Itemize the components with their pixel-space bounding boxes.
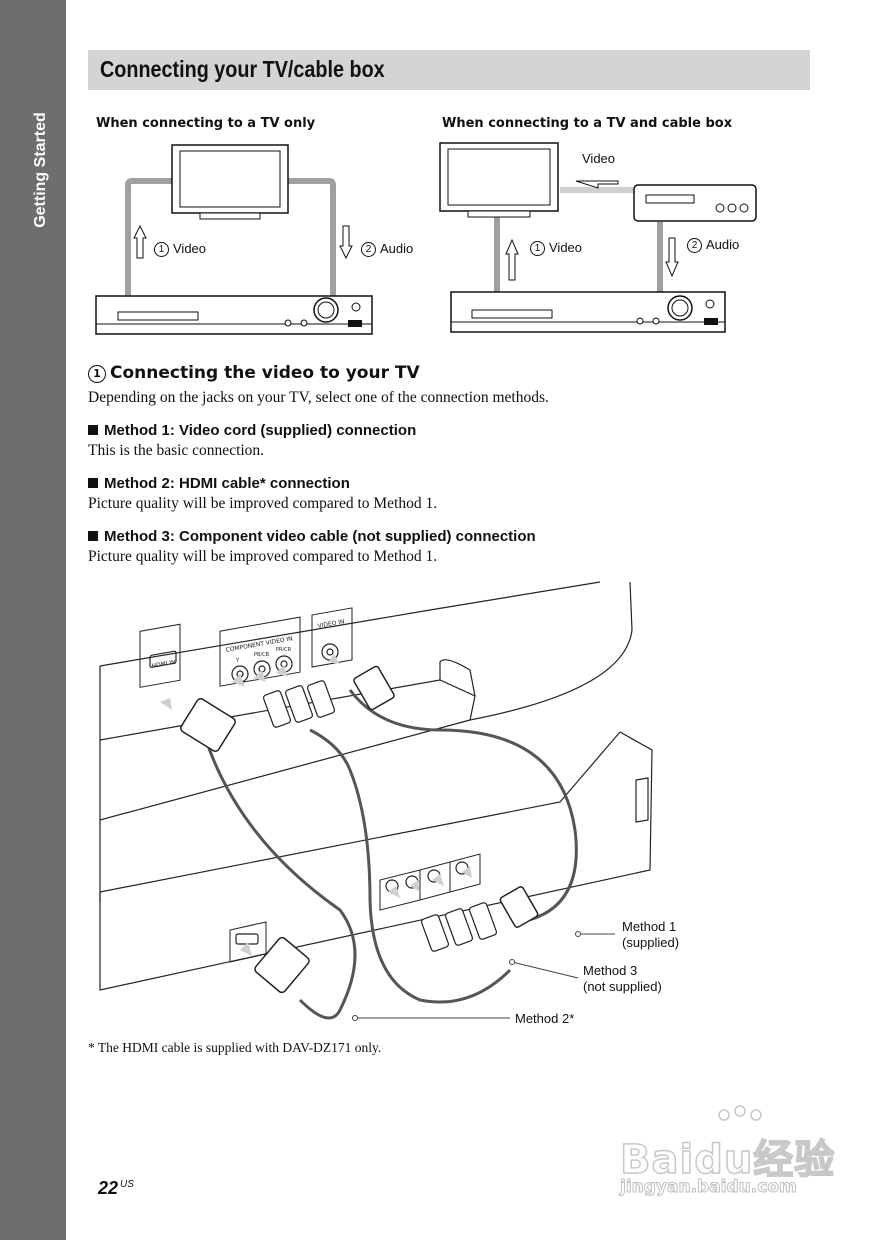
left-audio-label: 2 Audio [361, 241, 413, 257]
right-diagram-heading: When connecting to a TV and cable box [442, 116, 733, 131]
square-bullet-icon [88, 478, 98, 488]
right-top-video-label: Video [582, 151, 616, 166]
method-3-text: Picture quality will be improved compare… [88, 548, 438, 565]
paw-icon [718, 1105, 762, 1121]
receiver-icon [450, 291, 726, 333]
page-number-value: 22 [98, 1178, 119, 1198]
left-video-label: 1 Video [154, 241, 206, 257]
hdmi-plug [180, 697, 236, 753]
callout-method-1: Method 1 (supplied) [622, 919, 679, 951]
callout-line: (supplied) [622, 935, 680, 950]
title-bar: Connecting your TV/cable box [88, 50, 810, 90]
callout-line: Method 1 [622, 919, 677, 934]
pb-jack-label: PB/CB [254, 652, 270, 658]
method-1-text: This is the basic connection. [88, 442, 265, 459]
audio-label-text: Audio [706, 237, 740, 252]
arrow-up-icon [505, 238, 519, 281]
callout-method-2: Method 2* [515, 1011, 575, 1026]
tv-back-outline [99, 581, 633, 821]
method-1-heading: Method 1: Video cord (supplied) connecti… [88, 422, 416, 439]
cable-box-icon [633, 184, 757, 222]
method-heading-text: Method 2: HDMI cable* connection [104, 475, 350, 492]
step-number-badge: 1 [530, 241, 545, 256]
receiver-outline [99, 731, 653, 991]
square-bullet-icon [88, 425, 98, 435]
connection-illustration: HDMI IN COMPONENT VIDEO IN VIDEO IN Y PB… [99, 581, 653, 1021]
method-heading-text: Method 3: Component video cable (not sup… [104, 528, 536, 545]
receiver-icon [95, 295, 373, 335]
audio-label-text: Audio [380, 241, 414, 256]
page-title: Connecting your TV/cable box [100, 56, 385, 82]
callout-line: Method 3 [583, 963, 638, 978]
page-number-suffix: US [120, 1179, 134, 1190]
video-label-text: Video [549, 240, 583, 255]
footnote: * The HDMI cable is supplied with DAV-DZ… [88, 1040, 382, 1055]
watermark-brand: Baidu经验 [619, 1136, 836, 1184]
arrow-down-icon [339, 225, 353, 260]
method-3-heading: Method 3: Component video cable (not sup… [88, 528, 536, 545]
callout-method-3: Method 3 (not supplied) [583, 963, 662, 995]
watermark-url: jingyan.baidu.com [620, 1177, 798, 1198]
method-2-heading: Method 2: HDMI cable* connection [88, 475, 350, 492]
callout-line: (not supplied) [583, 979, 662, 994]
arrow-down-icon [665, 237, 679, 278]
right-audio-label: 2 Audio [687, 237, 739, 253]
hdmi-plug [254, 936, 310, 994]
right-diagram [439, 142, 757, 333]
video-plug [353, 665, 395, 711]
step-number-badge: 1 [88, 365, 106, 383]
hdmi-in-panel-label: HDMI IN [151, 659, 176, 670]
watermark: Baidu经验 jingyan.baidu.com [619, 1105, 840, 1205]
tv-icon [439, 142, 559, 218]
sidebar-tab: Getting Started [0, 0, 66, 1240]
video-cable [348, 689, 578, 924]
method-2-text: Picture quality will be improved compare… [88, 495, 438, 512]
video-label-text: Video [173, 241, 207, 256]
video-plug [499, 886, 539, 928]
video-in-panel-label: VIDEO IN [317, 618, 345, 630]
step-number-badge: 2 [361, 242, 376, 257]
section-heading-text: Connecting the video to your TV [110, 363, 420, 383]
y-jack-label: Y [235, 658, 240, 664]
component-cable [309, 728, 512, 1004]
step-number-badge: 2 [687, 238, 702, 253]
section-intro: Depending on the jacks on your TV, selec… [88, 389, 549, 406]
method-heading-text: Method 1: Video cord (supplied) connecti… [104, 422, 417, 439]
left-video-cable [125, 178, 174, 296]
left-audio-cable [286, 178, 336, 296]
connection-diagrams [95, 142, 757, 335]
tv-icon [171, 144, 289, 220]
arrow-left-icon [575, 180, 619, 189]
left-diagram [95, 144, 373, 335]
square-bullet-icon [88, 531, 98, 541]
pr-jack-label: PR/CR [276, 647, 292, 653]
arrow-up-icon [133, 224, 147, 259]
hdmi-cable [204, 739, 357, 1020]
left-diagram-heading: When connecting to a TV only [96, 116, 316, 131]
right-video-label: 1 Video [530, 240, 582, 256]
step-number-badge: 1 [154, 242, 169, 257]
